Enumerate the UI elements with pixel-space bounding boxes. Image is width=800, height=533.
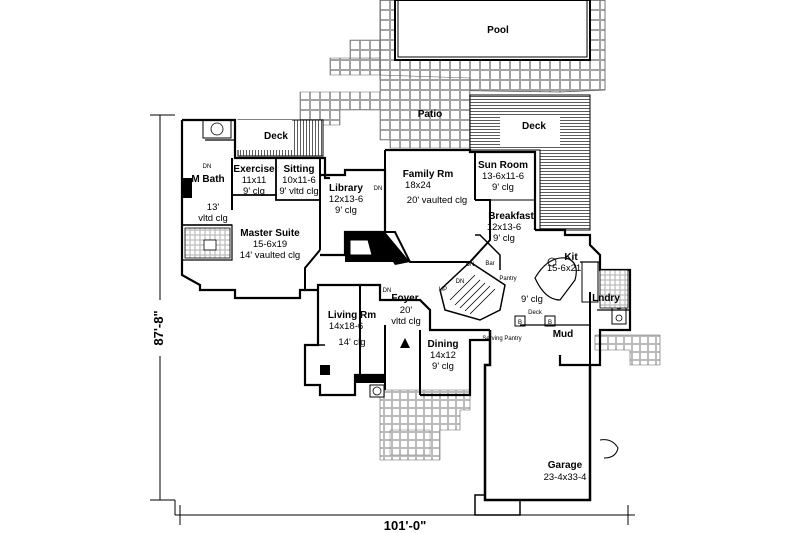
bar-name: Bar [485, 261, 494, 267]
closet-ceiling-b: vltd clg [198, 213, 228, 224]
exercise-name: Exercise [233, 164, 275, 175]
front-walk-paving [379, 389, 471, 461]
dining-ceiling: 9' clg [432, 361, 454, 372]
foyer-ceiling-b: vltd clg [391, 316, 421, 327]
mud-name: Mud [553, 329, 574, 340]
library-dn: DN [374, 186, 383, 192]
garage-size: 23-4x33-4 [544, 472, 587, 483]
master-suite-name: Master Suite [240, 228, 300, 239]
garage-name: Garage [548, 460, 583, 471]
breakfast-ceiling: 9' clg [493, 233, 515, 244]
pool-paving [379, 0, 606, 93]
patio-paving [299, 39, 561, 149]
bench-a: B [518, 320, 522, 326]
exercise-ceiling: 9' clg [243, 186, 265, 197]
family-name: Family Rm [403, 169, 454, 180]
foyer-ceiling-a: 20' [400, 305, 413, 316]
fireplace-outline [349, 239, 373, 256]
laundry-name: Lndry [592, 293, 620, 304]
breakfast-size: 12x13-6 [487, 222, 521, 233]
master-bath-dn: DN [203, 164, 212, 170]
family-size: 18x24 [405, 180, 431, 191]
breakfast-name: Breakfast [488, 211, 534, 222]
library-size: 12x13-6 [329, 194, 363, 205]
side-paving [594, 334, 661, 366]
overall-width: 101'-0" [384, 518, 427, 533]
house-walls [180, 118, 632, 516]
sun-room-ceiling: 9' clg [492, 182, 514, 193]
kitchen-name: Kit [564, 252, 578, 263]
kitchen-size: 15-6x21 [547, 263, 581, 274]
living-name: Living Rm [328, 310, 376, 321]
master-suite-ceiling: 14' vaulted clg [240, 250, 300, 261]
overall-depth: 87'-8" [151, 310, 166, 345]
sun-room-name: Sun Room [478, 160, 528, 171]
patio-label: Patio [418, 109, 442, 120]
sitting-ceiling: 9' vltd clg [279, 186, 318, 197]
sitting-size: 10x11-6 [282, 175, 316, 186]
dining-size: 14x12 [430, 350, 456, 361]
deck-small-name: Deck [528, 310, 543, 316]
bar-dn: DN [466, 262, 475, 268]
master-suite-size: 15-6x19 [253, 239, 287, 250]
entry-arrow-icon [400, 338, 410, 348]
stairs-up: UP [439, 287, 447, 293]
library-ceiling: 9' clg [335, 205, 357, 216]
serving-pantry-name: Serving Pantry [482, 336, 521, 342]
pantry-name: Pantry [499, 276, 516, 282]
closet-ceiling-a: 13' [207, 202, 220, 213]
family-ceiling: 20' vaulted clg [407, 195, 467, 206]
kitchen-ceiling: 9' clg [521, 294, 543, 305]
bench-b: B [548, 320, 552, 326]
exercise-size: 11x11 [242, 175, 266, 186]
plan-labels: Pool Patio Deck Deck M Bath DN Exercise … [191, 25, 620, 483]
foyer-dn: DN [383, 288, 392, 294]
stairs-dn: DN [456, 279, 465, 285]
living-size: 14x18-6 [329, 321, 363, 332]
pool [394, 0, 591, 61]
deck-left-label: Deck [264, 131, 288, 142]
sun-room-size: 13-6x11-6 [482, 171, 524, 182]
sitting-name: Sitting [283, 164, 314, 175]
master-bath-name: M Bath [191, 174, 224, 185]
dining-name: Dining [427, 339, 458, 350]
pool-label: Pool [487, 25, 509, 36]
laundry-tile [599, 269, 629, 309]
deck-right-label: Deck [522, 121, 546, 132]
library-name: Library [329, 183, 363, 194]
living-ceiling: 14' clg [338, 337, 365, 348]
foyer-name: Foyer [391, 293, 418, 304]
